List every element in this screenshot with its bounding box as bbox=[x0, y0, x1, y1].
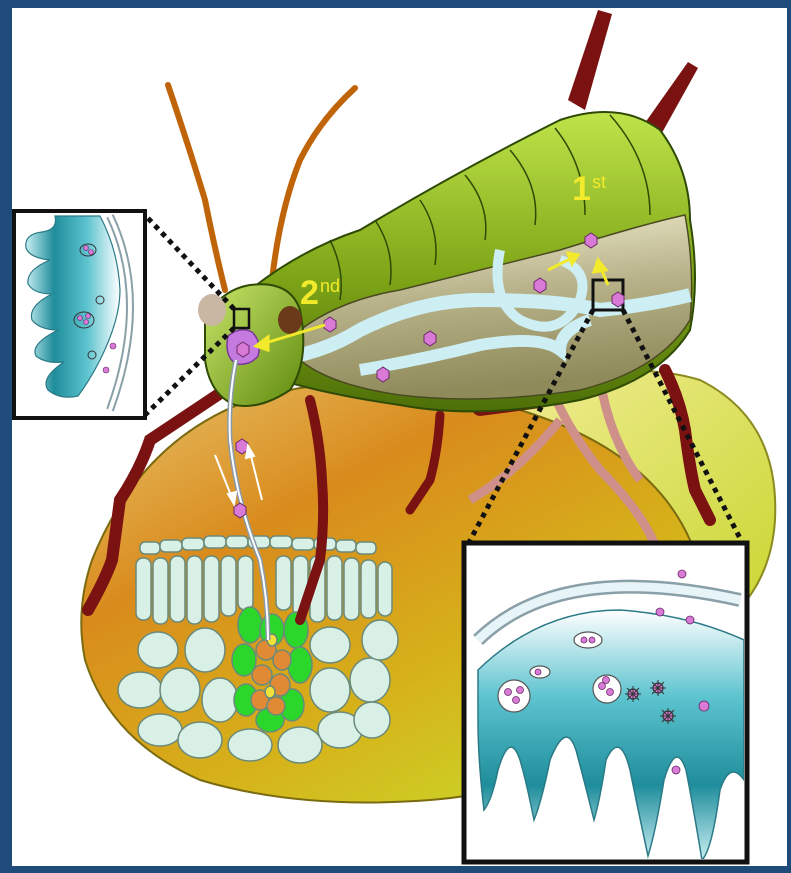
virion bbox=[612, 292, 624, 307]
virion bbox=[234, 503, 246, 518]
compound-eye-left bbox=[198, 294, 226, 326]
inset-salivary-gland bbox=[14, 211, 145, 418]
virion bbox=[237, 342, 249, 357]
virion bbox=[585, 233, 597, 248]
label-second-number: 2 bbox=[300, 274, 319, 312]
virion bbox=[324, 317, 336, 332]
inset-gut-epithelium bbox=[464, 543, 747, 862]
label-second-superscript: nd bbox=[320, 276, 340, 296]
virion bbox=[424, 331, 436, 346]
label-first-number: 1 bbox=[572, 170, 591, 208]
virion bbox=[534, 278, 546, 293]
virion bbox=[377, 367, 389, 382]
compound-eye-right bbox=[278, 306, 302, 334]
label-first-superscript: st bbox=[592, 172, 606, 192]
